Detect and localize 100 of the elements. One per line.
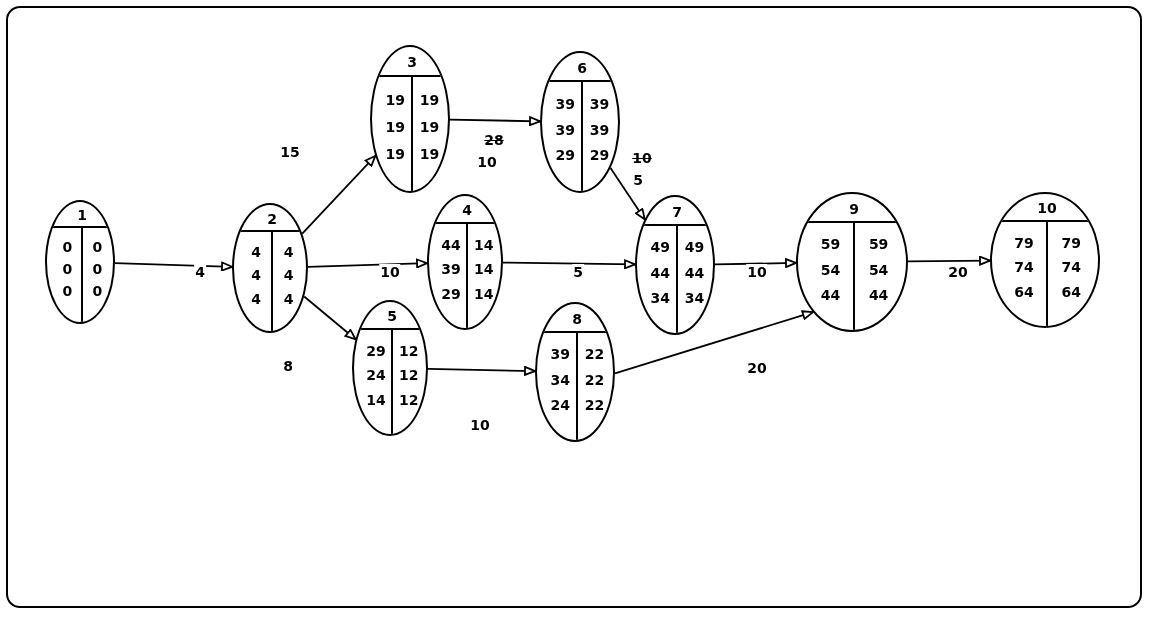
event-number: 10 [1037,200,1057,216]
event-node [535,302,615,442]
time-value: 74 [1014,259,1034,276]
time-value: 59 [868,236,889,253]
arrow [502,259,636,270]
arrow [714,258,797,268]
arrow [114,261,233,272]
event-node [370,45,450,193]
event-node [990,192,1100,328]
time-value: 39 [555,96,575,113]
duration-label: 10 [469,417,491,433]
arrow [427,366,536,376]
event-number: 8 [572,310,582,327]
time-value: 14 [474,285,494,302]
duration-label: 20 [746,360,768,376]
arrow [307,258,428,269]
event-node [232,203,308,333]
event-number: 2 [267,210,277,227]
event-node [540,51,620,193]
event-node [635,195,715,335]
time-value: 64 [1061,283,1081,300]
time-value: 4 [251,267,261,284]
time-value: 4 [251,290,261,307]
event-node [427,194,503,330]
time-value: 39 [550,346,570,363]
time-value: 44 [868,286,889,303]
event-number: 1 [77,207,87,223]
time-value: 22 [584,371,605,388]
event-number: 7 [672,203,682,220]
time-value: 19 [385,92,405,109]
time-value: 79 [1014,234,1034,251]
time-value: 12 [399,342,419,359]
time-value: 24 [550,396,570,413]
time-value: 44 [820,286,841,303]
time-value: 34 [684,289,705,306]
event-number: 6 [577,59,587,76]
time-value: 24 [366,367,386,384]
time-value: 19 [419,118,440,135]
event-node [352,300,428,436]
time-value: 39 [555,121,575,138]
event-node [45,200,115,324]
struck-out-duration: 10 [631,150,653,166]
time-value: 54 [868,261,889,278]
arrow [303,295,357,341]
time-value: 0 [62,238,73,255]
time-value: 29 [555,147,575,164]
time-value: 49 [684,239,705,256]
time-value: 44 [650,264,670,281]
duration-label: 5 [632,172,644,188]
time-value: 34 [550,371,570,388]
time-value: 22 [584,346,605,363]
time-value: 34 [650,289,670,306]
arrow [449,116,541,126]
time-value: 4 [251,243,261,260]
time-value: 39 [441,261,461,278]
duration-label: 15 [279,144,301,160]
time-value: 54 [820,261,841,278]
time-value: 49 [650,239,670,256]
time-value: 29 [441,285,461,302]
time-value: 79 [1061,234,1081,251]
time-value: 59 [820,236,841,253]
duration-label: 10 [379,264,401,280]
arrow [614,310,814,375]
time-value: 0 [62,260,73,277]
time-value: 19 [419,145,440,162]
time-value: 19 [419,92,440,109]
duration-label: 4 [194,264,206,280]
duration-label: 10 [746,264,768,280]
arrow [609,167,646,221]
event-number: 5 [387,308,397,324]
time-value: 0 [92,260,103,277]
time-value: 14 [474,236,494,253]
time-value: 14 [474,261,494,278]
arrow [301,155,377,235]
time-value: 22 [584,396,605,413]
time-value: 74 [1061,259,1081,276]
time-value: 44 [684,264,705,281]
time-value: 0 [62,283,73,300]
time-value: 39 [589,121,610,138]
duration-label: 10 [476,154,498,170]
time-value: 29 [589,147,610,164]
event-node [796,192,908,332]
time-value: 44 [441,236,461,253]
event-number: 4 [462,202,472,218]
time-value: 4 [283,243,294,260]
event-number: 9 [849,200,859,217]
struck-out-duration: 28 [483,132,505,148]
time-value: 0 [92,283,103,300]
time-value: 12 [399,391,419,408]
time-value: 39 [589,96,610,113]
time-value: 19 [385,118,405,135]
time-value: 64 [1014,283,1034,300]
time-value: 0 [92,238,103,255]
time-value: 14 [366,391,386,408]
time-value: 4 [283,267,294,284]
time-value: 29 [366,342,386,359]
duration-label: 5 [572,264,584,280]
event-number: 3 [407,54,417,70]
duration-label: 20 [947,264,969,280]
duration-label: 8 [282,358,294,374]
